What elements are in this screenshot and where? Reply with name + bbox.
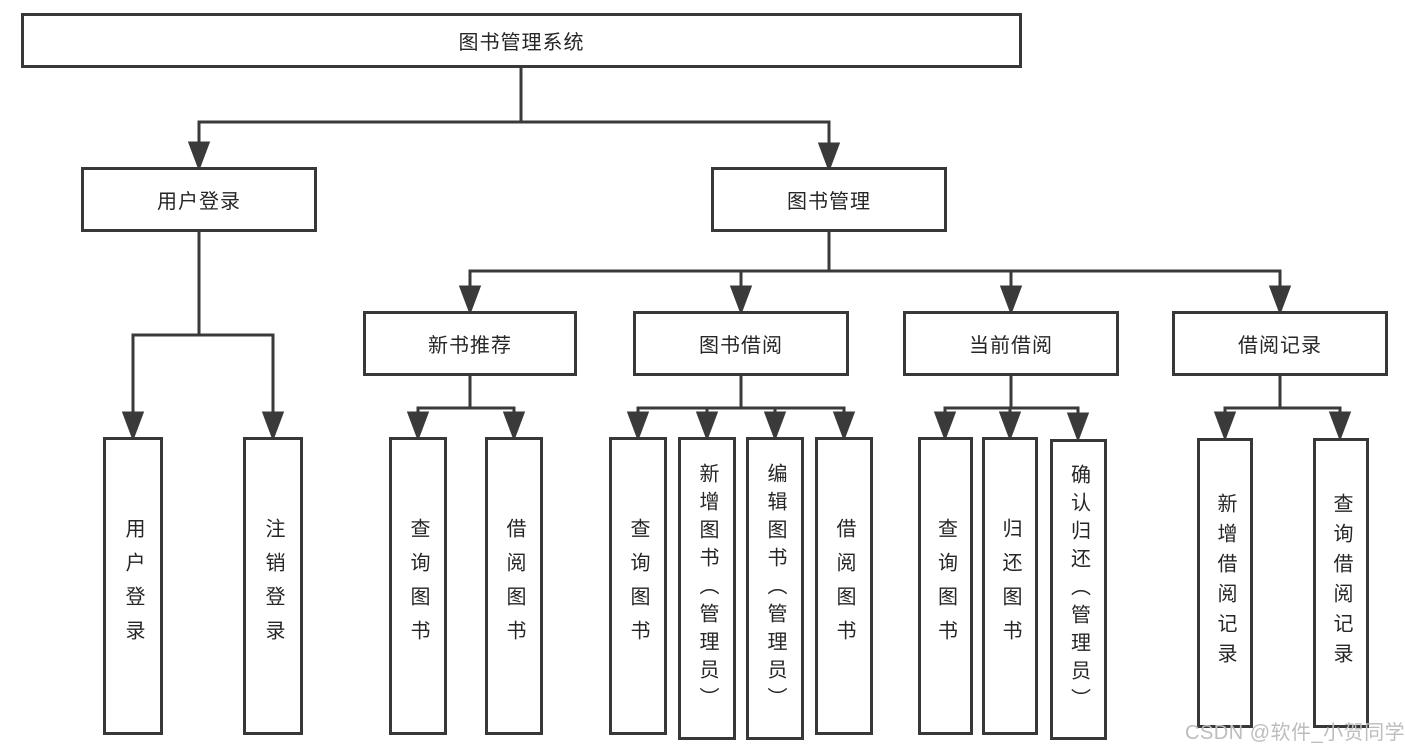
node-root: 图书管理系统 [21,13,1022,68]
leaf-confirm-return-admin: 确认归还（管理员） [1050,439,1107,740]
leaf-add-books-admin-label: 新增图书（管理员） [696,462,718,715]
watermark: CSDN @软件_小贺同学 [1185,722,1405,744]
leaf-borrow-books-2-label: 借阅图书 [833,518,855,654]
connector-borrow-records-branch [1213,376,1352,442]
leaf-user-login: 用户登录 [103,437,163,735]
node-borrow-records-label: 借阅记录 [1238,335,1322,357]
leaf-add-borrow-record: 新增借阅记录 [1197,438,1253,728]
connector-new-book-branch [406,376,526,442]
leaf-confirm-return-admin-label: 确认归还（管理员） [1067,463,1090,716]
connector-book-mgmt-branch [458,232,1292,316]
leaf-borrow-books-1: 借阅图书 [485,437,543,735]
node-book-borrow-label: 图书借阅 [699,335,783,357]
connector-current-borrow-branch [933,376,1090,443]
node-new-book-recommend: 新书推荐 [363,311,577,376]
node-book-management-label: 图书管理 [787,191,871,213]
leaf-query-books-1-label: 查询图书 [407,518,429,654]
leaf-add-books-admin: 新增图书（管理员） [678,437,736,740]
leaf-query-books-1: 查询图书 [389,437,447,735]
leaf-return-books: 归还图书 [982,437,1038,735]
leaf-edit-books-admin: 编辑图书（管理员） [746,437,804,740]
node-current-borrow: 当前借阅 [903,311,1119,376]
node-user-login: 用户登录 [81,167,317,232]
leaf-borrow-books-2: 借阅图书 [815,437,873,735]
leaf-query-borrow-record-label: 查询借阅记录 [1330,493,1352,673]
node-book-borrow: 图书借阅 [633,311,849,376]
node-borrow-records: 借阅记录 [1172,311,1388,376]
node-user-login-label: 用户登录 [157,191,241,213]
connector-root-branch [187,68,841,173]
node-current-borrow-label: 当前借阅 [969,335,1053,357]
leaf-return-books-label: 归还图书 [999,518,1021,654]
node-new-book-recommend-label: 新书推荐 [428,335,512,357]
leaf-query-books-3: 查询图书 [918,437,973,735]
connector-book-borrow-branch [626,376,856,442]
leaf-logout-label: 注销登录 [262,518,284,654]
leaf-query-books-2-label: 查询图书 [627,518,649,654]
node-book-management: 图书管理 [711,167,947,232]
leaf-add-borrow-record-label: 新增借阅记录 [1214,493,1236,673]
leaf-query-books-3-label: 查询图书 [934,518,957,654]
leaf-query-books-2: 查询图书 [609,437,667,735]
connector-user-login-branch [121,232,285,442]
leaf-edit-books-admin-label: 编辑图书（管理员） [764,462,786,715]
leaf-user-login-label: 用户登录 [122,518,144,654]
leaf-borrow-books-1-label: 借阅图书 [503,518,525,654]
node-root-label: 图书管理系统 [458,32,585,54]
leaf-logout: 注销登录 [243,437,303,735]
leaf-query-borrow-record: 查询借阅记录 [1313,438,1369,728]
